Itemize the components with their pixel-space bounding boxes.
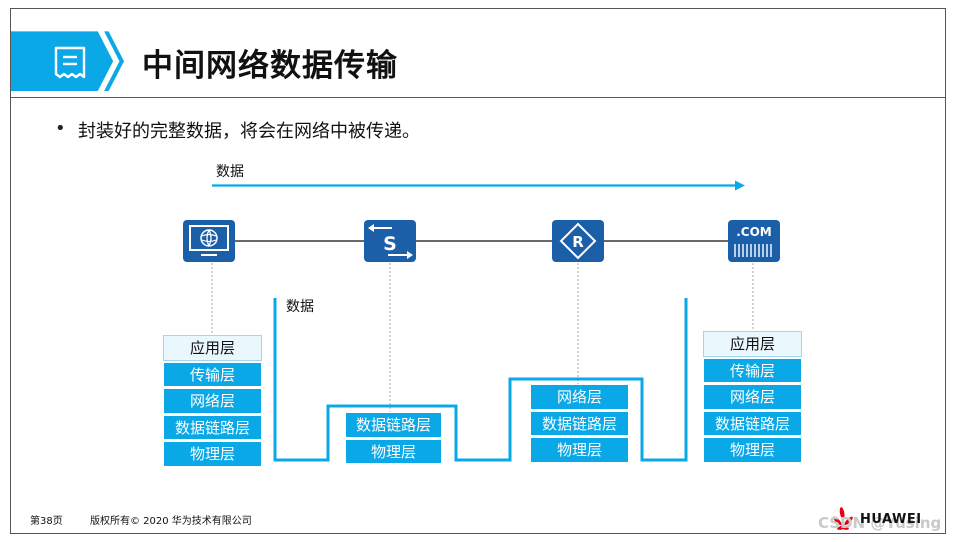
- switch-layer-stack: 数据链路层 物理层: [345, 412, 442, 465]
- pc-device-icon: [183, 220, 235, 262]
- slide-frame: [10, 8, 946, 534]
- layer-transport: 传输层: [163, 361, 262, 387]
- path-label: 数据: [286, 299, 314, 315]
- destination-layer-stack: 应用层 传输层 网络层 数据链路层 物理层: [703, 331, 802, 464]
- layer-application: 应用层: [703, 331, 802, 357]
- layer-physical: 物理层: [163, 441, 262, 467]
- bullet-text: 封装好的完整数据，将会在网络中被传递。: [78, 121, 420, 142]
- switch-device-icon: S: [364, 220, 416, 262]
- layer-application: 应用层: [163, 335, 262, 361]
- server-device-icon: .COM: [728, 220, 780, 262]
- layer-network: 网络层: [163, 388, 262, 414]
- layer-datalink: 数据链路层: [345, 412, 442, 438]
- layer-physical: 物理层: [703, 437, 802, 463]
- source-layer-stack: 应用层 传输层 网络层 数据链路层 物理层: [163, 335, 262, 468]
- bullet-marker: •: [55, 118, 66, 139]
- brand-wordmark: HUAWEI: [860, 512, 922, 527]
- layer-network: 网络层: [530, 384, 629, 410]
- router-layer-stack: 网络层 数据链路层 物理层: [530, 384, 629, 464]
- layer-network: 网络层: [703, 384, 802, 410]
- watermark-text: CSDN @Yusing: [818, 514, 942, 532]
- layer-physical: 物理层: [345, 438, 442, 464]
- server-label: .COM: [736, 225, 772, 239]
- svg-text:R: R: [572, 233, 584, 251]
- page-title: 中间网络数据传输: [142, 48, 398, 84]
- layer-datalink: 数据链路层: [703, 410, 802, 436]
- page-number: 第38页: [30, 516, 63, 527]
- layer-datalink: 数据链路层: [163, 414, 262, 440]
- layer-physical: 物理层: [530, 437, 629, 463]
- flow-label: 数据: [216, 164, 244, 180]
- title-divider: [11, 97, 945, 98]
- copyright-text: 版权所有© 2020 华为技术有限公司: [90, 516, 252, 527]
- layer-transport: 传输层: [703, 357, 802, 383]
- router-device-icon: R: [552, 220, 604, 262]
- layer-datalink: 数据链路层: [530, 410, 629, 436]
- svg-text:S: S: [383, 233, 397, 255]
